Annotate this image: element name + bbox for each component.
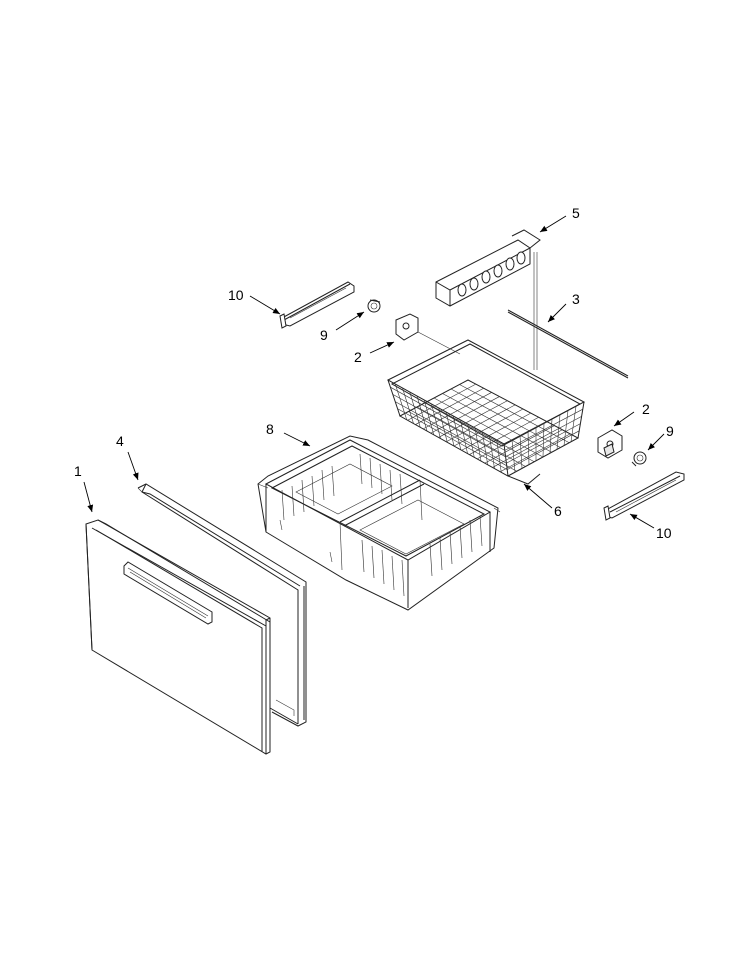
basket-wire	[416, 395, 428, 432]
callout-5: 5	[572, 205, 580, 221]
basket-wire	[570, 406, 577, 442]
basket-wire	[445, 411, 455, 447]
basket-wire	[438, 407, 448, 443]
basket-wire	[507, 430, 580, 470]
basket-wire	[395, 401, 507, 464]
basket-wire	[450, 388, 561, 448]
basket-rod	[507, 309, 629, 379]
basket-wire	[506, 423, 581, 464]
basket-wire	[397, 408, 508, 470]
basket-wire	[481, 431, 489, 465]
basket-wire	[402, 387, 414, 424]
callout-3: 3	[572, 291, 580, 307]
slide-rail-left	[279, 281, 355, 329]
basket-wire	[433, 397, 544, 458]
basket-wire	[408, 411, 517, 472]
basket-wire	[452, 415, 462, 450]
callout-9-left: 9	[320, 327, 328, 343]
callout-6: 6	[554, 503, 562, 519]
drawer-front-panel	[85, 519, 271, 755]
callout-8: 8	[266, 421, 274, 437]
basket-wire	[431, 403, 441, 439]
basket-wire	[542, 422, 545, 458]
callout-2-left: 2	[354, 349, 362, 365]
basket-wire	[504, 408, 583, 451]
basket-wire	[390, 386, 505, 451]
basket-wire	[563, 410, 569, 446]
basket-wire	[556, 414, 561, 450]
roller-right	[631, 451, 647, 467]
callout-10-left: 10	[228, 287, 244, 303]
slide-rail-right	[603, 471, 685, 521]
basket-wire	[392, 394, 506, 458]
callout-2-right: 2	[642, 401, 650, 417]
basket-wire	[416, 406, 526, 467]
wire-basket	[386, 339, 586, 485]
callout-10-right: 10	[656, 525, 672, 541]
callout-9-right: 9	[666, 423, 674, 439]
callout-4: 4	[116, 433, 124, 449]
basket-wire	[519, 435, 523, 469]
callout-labels: 1 2 2 3 4 5 6 8 9 9 10 10	[74, 205, 674, 541]
basket-divider	[435, 229, 541, 370]
basket-wire	[489, 435, 495, 469]
basket-wire	[527, 431, 530, 465]
basket-wire	[496, 439, 502, 473]
drawer-pan	[257, 435, 501, 611]
basket-wire	[442, 393, 552, 453]
drawer-gasket	[137, 483, 307, 727]
callout-1: 1	[74, 463, 82, 479]
drawer-handle	[123, 561, 213, 625]
basket-wire	[467, 423, 475, 458]
leader-lines	[83, 215, 665, 529]
basket-bracket-left	[395, 313, 461, 355]
basket-wire	[505, 416, 582, 458]
basket-wire	[425, 402, 535, 463]
basket-wire	[423, 399, 435, 435]
basket-wire	[394, 383, 408, 420]
basket-wire	[460, 419, 468, 454]
basket-bracket-right	[597, 429, 623, 459]
basket-wire	[474, 427, 482, 462]
basket-wire	[409, 391, 421, 428]
basket-wire	[511, 439, 516, 473]
roller-left	[367, 299, 381, 313]
basket-wire	[549, 418, 553, 454]
